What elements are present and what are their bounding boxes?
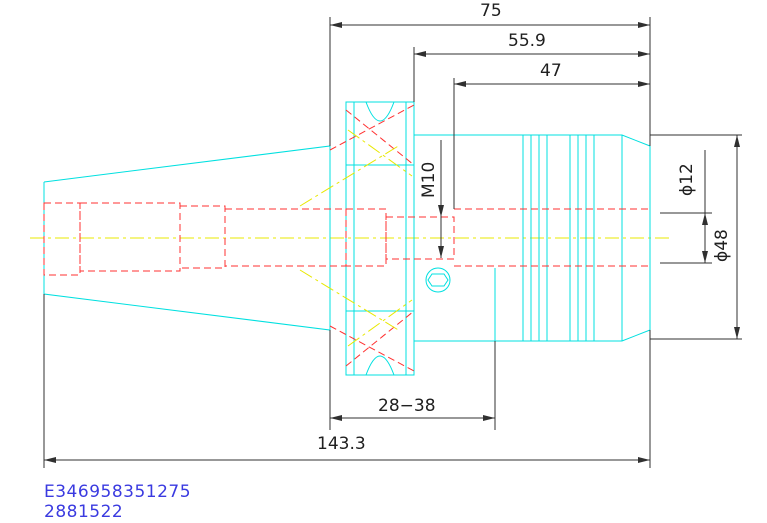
- dim-adjust-range-label: 28−38: [378, 396, 436, 416]
- dim-overall-length: 75: [329, 1, 651, 146]
- dim-inner-diameter: ϕ12: [660, 150, 712, 264]
- screw-circle: [425, 267, 451, 293]
- dim-thread: M10: [419, 140, 444, 258]
- item-number: 2881522: [44, 502, 124, 522]
- dim-length-2-label: 55.9: [508, 31, 546, 51]
- dim-overall-length-label: 75: [480, 1, 502, 21]
- dim-outer-diameter: ϕ48: [650, 134, 742, 340]
- dim-outer-diameter-label: ϕ48: [712, 229, 732, 262]
- dim-length-3-label: 47: [540, 61, 562, 81]
- dim-inner-diameter-label: ϕ12: [677, 163, 697, 196]
- flange-outline: [345, 101, 415, 376]
- dim-adjust-range: 28−38: [329, 330, 496, 430]
- dim-total-length-label: 143.3: [317, 434, 366, 454]
- hatching: [299, 129, 413, 347]
- dim-length-2: 55.9: [413, 31, 650, 102]
- part-code: E346958351275: [44, 482, 192, 502]
- collet-body-outline: [414, 134, 651, 342]
- dim-length-3: 47: [453, 61, 650, 209]
- dim-thread-label: M10: [419, 162, 439, 198]
- hidden-lines: [43, 104, 650, 372]
- dim-total-length: 143.3: [43, 294, 651, 468]
